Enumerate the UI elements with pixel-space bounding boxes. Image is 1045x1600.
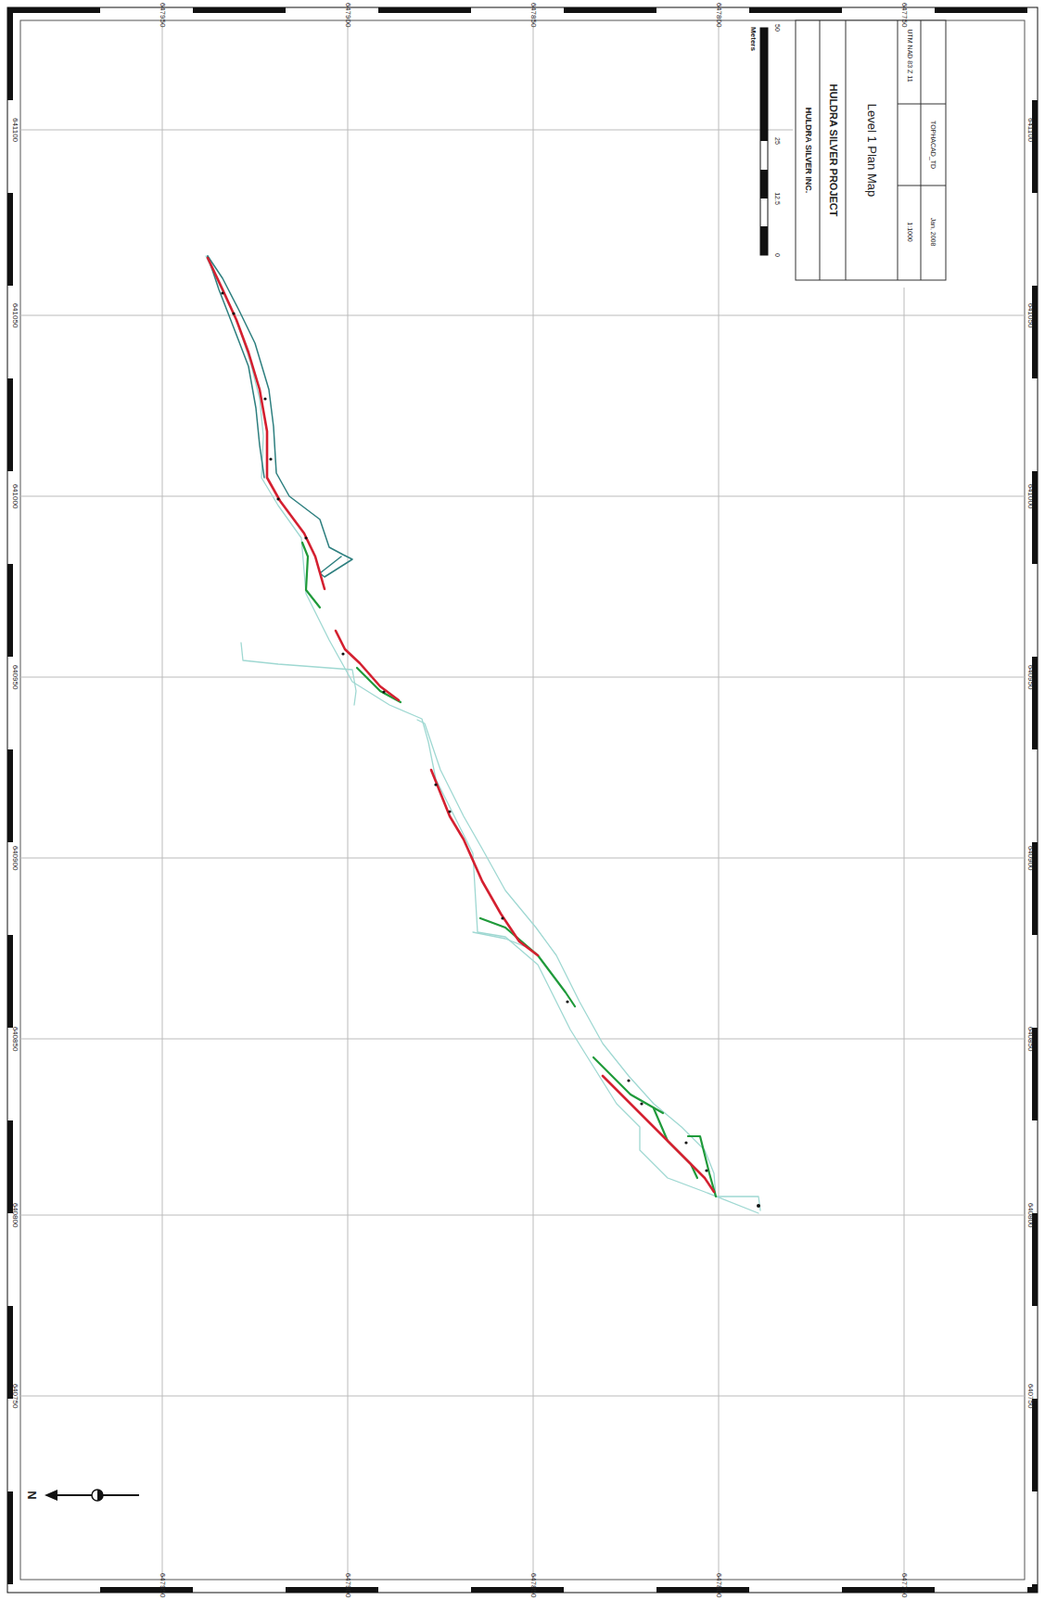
- frame-tick: [1032, 1120, 1038, 1213]
- frame-tick: [656, 1586, 750, 1593]
- frame-tick: [7, 1398, 13, 1492]
- map-frame: [7, 7, 1038, 1593]
- datum-field: UTM NAD 83 Z 11: [906, 28, 914, 82]
- frame-tick: [841, 7, 935, 13]
- frame-tick: [1032, 378, 1038, 472]
- scale-tick: 25: [774, 137, 781, 145]
- frame-tick: [7, 1586, 101, 1593]
- frame-tick: [285, 1586, 379, 1593]
- frame-tick: [378, 1586, 472, 1593]
- northing-label: 640900: [1026, 845, 1034, 871]
- frame-tick: [192, 7, 286, 13]
- frame-tick: [934, 7, 1028, 13]
- frame-tick: [7, 285, 13, 379]
- frame-tick: [7, 7, 101, 13]
- frame-tick: [1032, 7, 1038, 101]
- grid-lines: [20, 20, 1025, 1580]
- frame-tick: [471, 1586, 564, 1593]
- frame-tick: [7, 7, 13, 101]
- frame-tick: [1032, 1491, 1038, 1584]
- frame-tick: [7, 7, 1038, 1593]
- workings: [205, 255, 761, 1213]
- scale-bar: [760, 27, 768, 255]
- frame-tick: [563, 1586, 657, 1593]
- easting-label: 647950: [158, 1572, 166, 1598]
- date-field: Jan, 2008: [930, 217, 937, 247]
- frame-tick: [1032, 1398, 1038, 1492]
- easting-label: 647800: [714, 2, 723, 28]
- easting-label: 647750: [900, 2, 908, 28]
- frame-tick: [192, 1586, 286, 1593]
- northing-label: 640800: [1026, 1202, 1034, 1228]
- scale-tick: 0: [774, 253, 781, 257]
- frame-border: [7, 7, 1038, 1593]
- northing-label: 640750: [11, 1383, 19, 1409]
- frame-tick: [7, 100, 13, 193]
- northing-label: 640950: [1026, 664, 1034, 690]
- frame-tick: [1032, 285, 1038, 379]
- northing-label: 641050: [1026, 303, 1034, 329]
- easting-label: 647850: [529, 1572, 537, 1598]
- frame-tick: [7, 1491, 13, 1584]
- northing-label: 641000: [1026, 484, 1034, 510]
- northing-label: 641100: [11, 117, 19, 142]
- northing-label: 641050: [11, 303, 19, 329]
- easting-label: 647950: [158, 2, 166, 28]
- northing-label: 641000: [11, 484, 19, 510]
- northing-label: 640950: [11, 664, 19, 690]
- frame-tick: [7, 1120, 13, 1213]
- scale-tick: 50: [774, 24, 781, 32]
- scale-unit: Meters: [749, 26, 757, 51]
- frame-tick: [656, 7, 750, 13]
- northing-label: 640800: [11, 1202, 19, 1228]
- north-letter: N: [25, 1490, 39, 1499]
- frame-tick: [749, 1586, 842, 1593]
- company-name: HULDRA SILVER INC.: [803, 107, 813, 194]
- frame-tick: [1032, 1583, 1038, 1593]
- easting-label: 647800: [714, 1572, 723, 1598]
- north-arrow: [44, 1489, 140, 1501]
- frame-tick: [7, 1583, 13, 1593]
- frame-tick: [1032, 100, 1038, 193]
- frame-tick: [1032, 563, 1038, 657]
- frame-tick: [841, 1586, 935, 1593]
- northing-label: 640900: [11, 845, 19, 871]
- easting-label: 647850: [529, 2, 537, 28]
- northing-label: 640850: [11, 1026, 19, 1052]
- northing-label: 640750: [1026, 1383, 1034, 1409]
- frame-tick: [285, 7, 379, 13]
- frame-tick: [1032, 192, 1038, 286]
- map-title: Level 1 Plan Map: [866, 103, 879, 197]
- frame-tick: [7, 749, 13, 842]
- frame-tick: [100, 1586, 193, 1593]
- frame-tick: [7, 563, 13, 657]
- frame-tick: [7, 192, 13, 286]
- frame-tick: [1032, 749, 1038, 842]
- frame-tick: [749, 7, 842, 13]
- northing-label: 641100: [1026, 117, 1034, 142]
- easting-label: 647750: [900, 1572, 908, 1598]
- neatline: [20, 20, 1025, 1580]
- frame-tick: [471, 7, 564, 13]
- frame-tick: [378, 7, 472, 13]
- drawn-by-field: TOPHACAD_TD: [930, 120, 937, 169]
- frame-tick: [563, 7, 657, 13]
- scale-tick: 12.5: [774, 191, 781, 205]
- northing-label: 640850: [1026, 1026, 1034, 1052]
- frame-tick: [100, 7, 193, 13]
- frame-tick: [1032, 934, 1038, 1028]
- frame-tick: [934, 1586, 1028, 1593]
- scale-field: 1:1000: [906, 221, 914, 242]
- easting-label: 647900: [344, 1572, 352, 1598]
- easting-label: 647900: [344, 2, 352, 28]
- frame-tick: [7, 934, 13, 1028]
- frame-tick: [7, 378, 13, 472]
- title-block: [795, 20, 946, 281]
- project-name: HULDRA SILVER PROJECT: [828, 83, 839, 217]
